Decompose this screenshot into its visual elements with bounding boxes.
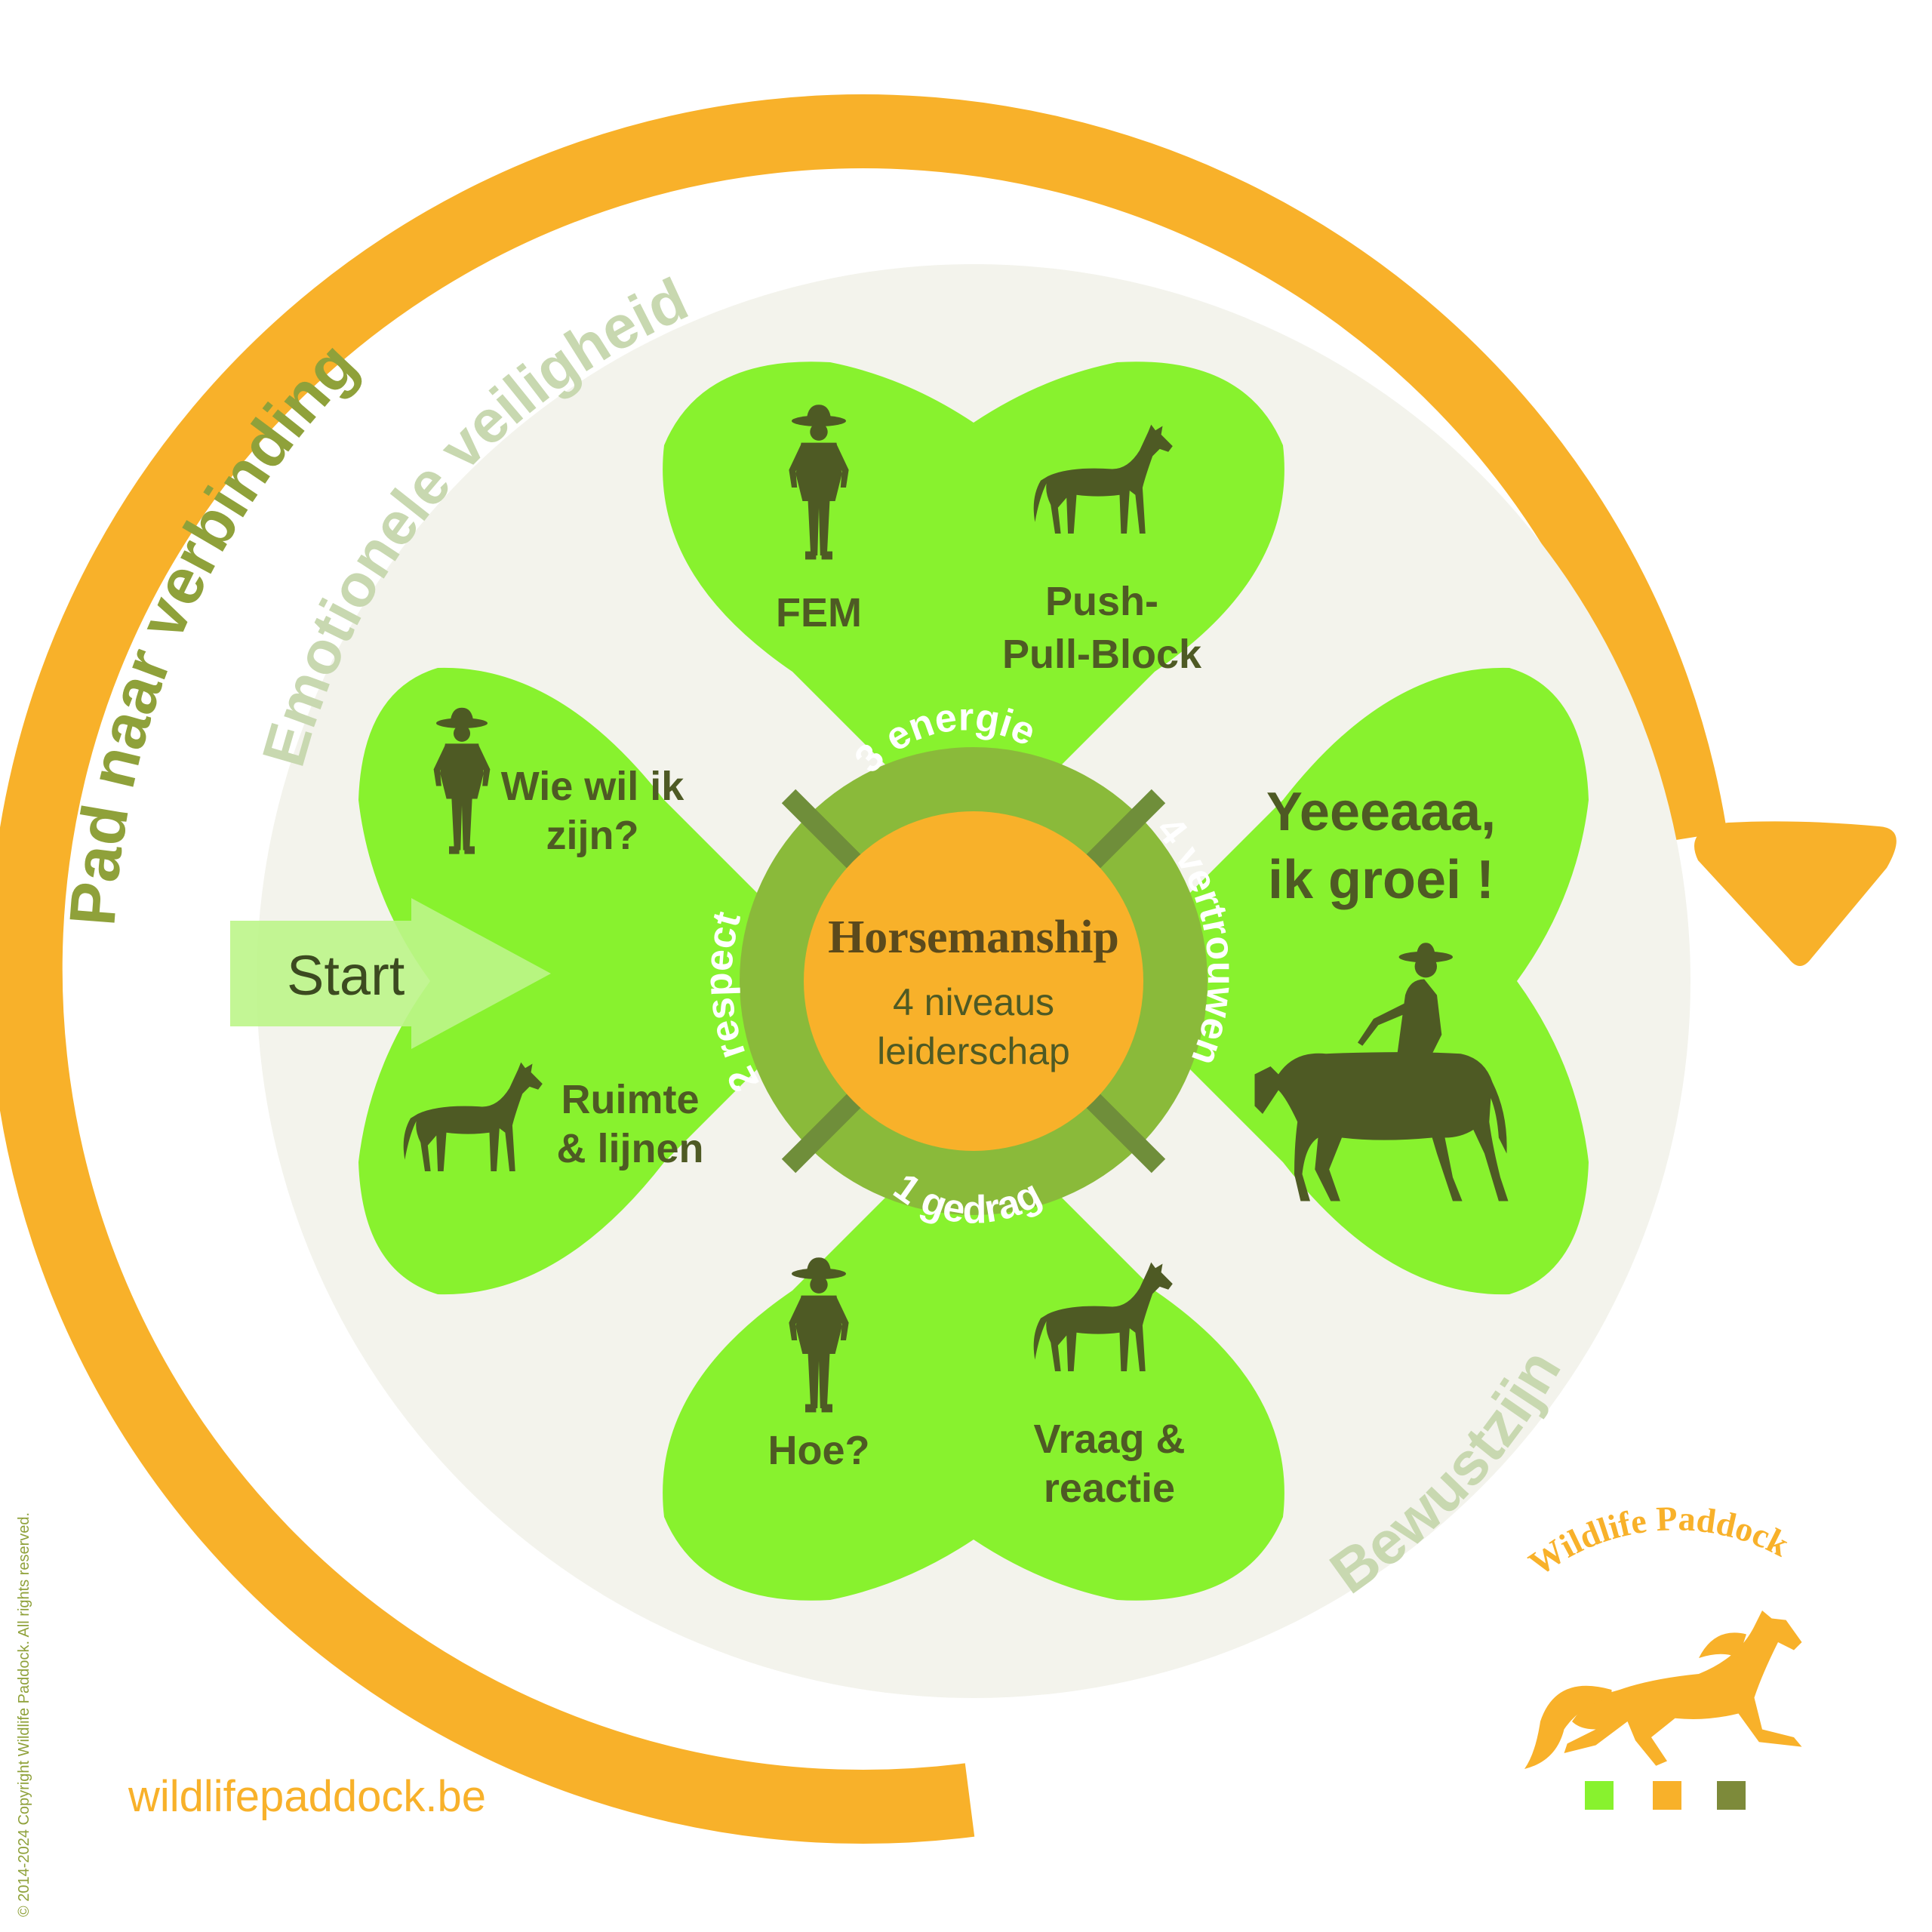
legend-swatch-lime bbox=[1585, 1781, 1614, 1810]
galloping-horse-icon bbox=[1524, 1611, 1802, 1769]
logo-text: Wildlife Paddock bbox=[1522, 1499, 1795, 1583]
center-subtitle-line1: 4 niveaus bbox=[893, 981, 1054, 1023]
outer-arrow-head bbox=[1694, 821, 1897, 966]
petal-left bbox=[358, 667, 845, 1295]
petal-top-label-push-1: Push- bbox=[1045, 579, 1158, 624]
start-arrow bbox=[230, 898, 551, 1049]
start-label: Start bbox=[287, 944, 405, 1007]
center-circle bbox=[804, 811, 1143, 1151]
petal-left-label-1: Wie wil ik bbox=[501, 764, 685, 809]
petal-left-label-3: Ruimte bbox=[561, 1077, 699, 1122]
center-subtitle-line2: leiderschap bbox=[877, 1030, 1070, 1072]
copyright-notice: © 2014-2024 Copyright Wildlife Paddock. … bbox=[16, 1512, 32, 1917]
petal-right bbox=[1102, 667, 1589, 1295]
outer-arrow-arc bbox=[0, 94, 1727, 1844]
petal-bottom-label-vraag-2: reactie bbox=[1044, 1466, 1175, 1511]
petal-right-label-2: ik groei ! bbox=[1268, 850, 1494, 910]
wildlife-paddock-logo: Wildlife Paddock bbox=[1522, 1499, 1802, 1769]
legend-swatch-orange bbox=[1653, 1781, 1681, 1810]
petal-bottom bbox=[663, 1109, 1284, 1601]
website-link[interactable]: wildlifepaddock.be bbox=[128, 1772, 486, 1821]
petal-bottom-label-hoe: Hoe? bbox=[768, 1428, 870, 1473]
center-title: Horsemanship bbox=[828, 912, 1119, 963]
petal-bottom-label-vraag-1: Vraag & bbox=[1033, 1417, 1185, 1462]
petal-top-label-push-2: Pull-Block bbox=[1002, 632, 1202, 677]
petal-right-label-1: Yeeeaaa, bbox=[1266, 782, 1496, 842]
petal-top-label-fem: FEM bbox=[776, 590, 862, 635]
legend-swatch-olive bbox=[1717, 1781, 1746, 1810]
legend-swatches bbox=[1585, 1781, 1746, 1810]
petal-left-label-4: & lijnen bbox=[556, 1126, 703, 1171]
petal-left-label-2: zijn? bbox=[546, 813, 639, 858]
